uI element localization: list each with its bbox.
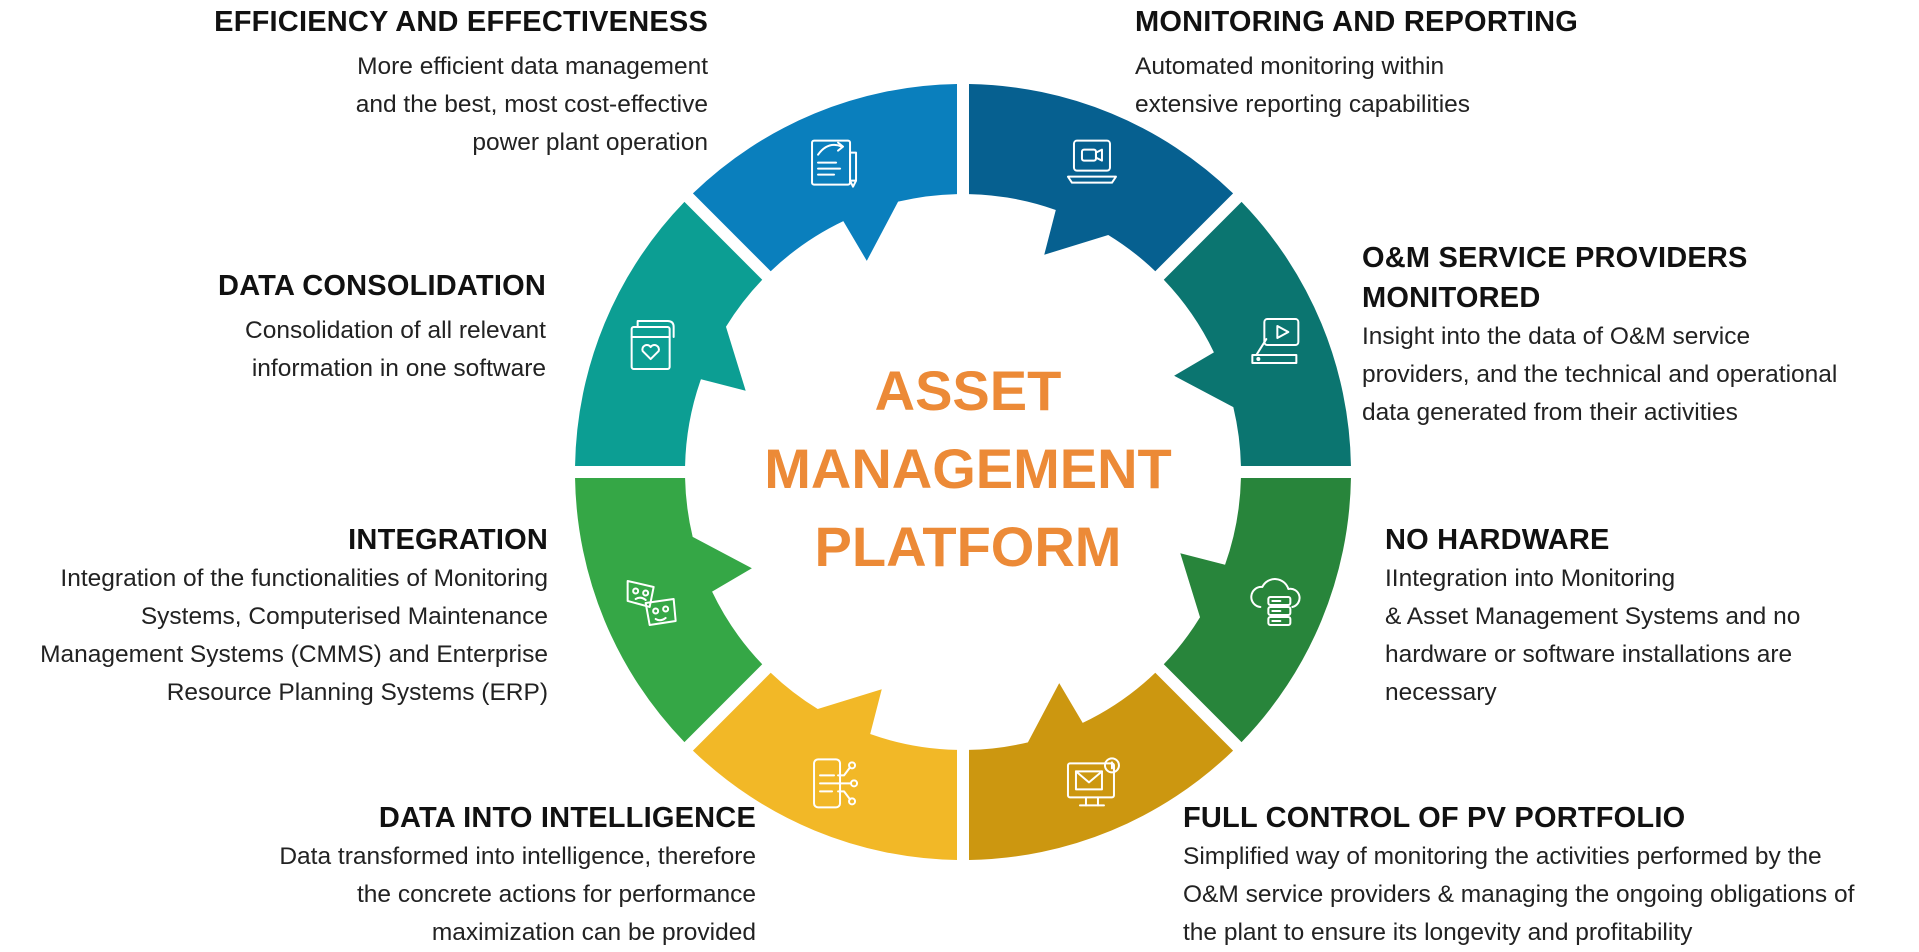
intelligence-block: DATA INTO INTELLIGENCE Data transformed … (200, 798, 756, 952)
pv-text-1: Simplified way of monitoring the activit… (1183, 843, 1822, 870)
efficiency-text-2: and the best, most cost-effective (355, 91, 708, 118)
ring-segment-hardware (1163, 477, 1351, 743)
consolidation-title: DATA CONSOLIDATION (218, 270, 546, 302)
ring-segment-om (1163, 201, 1351, 467)
video-player-icon (1251, 318, 1300, 365)
hardware-block: NO HARDWARE IIntegration into Monitoring… (1385, 520, 1905, 712)
laptop-video-icon (1066, 139, 1117, 184)
efficiency-text-1: More efficient data management (357, 53, 708, 80)
om-block: O&M SERVICE PROVIDERS MONITORED Insight … (1362, 238, 1914, 432)
phone-network-icon (813, 758, 859, 809)
integration-text-1: Integration of the functionalities of Mo… (60, 565, 548, 592)
pv-title: FULL CONTROL OF PV PORTFOLIO (1183, 802, 1686, 834)
pv-block: FULL CONTROL OF PV PORTFOLIO Simplified … (1183, 798, 1918, 952)
ring-segment-intelligence (692, 672, 958, 860)
om-text-2: providers, and the technical and operati… (1362, 361, 1838, 388)
monitoring-block: MONITORING AND REPORTING Automated monit… (1135, 2, 1695, 124)
intelligence-text-1: Data transformed into intelligence, ther… (279, 843, 756, 870)
hardware-text-4: necessary (1385, 679, 1497, 706)
center-title-line-1: ASSET (874, 359, 1062, 422)
intelligence-title: DATA INTO INTELLIGENCE (378, 802, 756, 834)
document-heart-icon (630, 320, 675, 371)
masks-icon (626, 579, 677, 626)
monitoring-text-2: extensive reporting capabilities (1135, 91, 1471, 118)
center-title-line-2: MANAGEMENT (764, 437, 1172, 500)
om-title-line-1: O&M SERVICE PROVIDERS (1362, 242, 1748, 274)
hardware-title: NO HARDWARE (1385, 524, 1610, 556)
integration-text-4: Resource Planning Systems (ERP) (166, 679, 548, 706)
consolidation-block: DATA CONSOLIDATION Consolidation of all … (150, 266, 546, 388)
cloud-server-icon (1250, 578, 1301, 626)
pv-text-2: O&M service providers & managing the ong… (1183, 881, 1855, 908)
om-title-line-2: MONITORED (1362, 282, 1541, 314)
efficiency-text-3: power plant operation (472, 129, 708, 156)
intelligence-text-3: maximization can be provided (431, 919, 756, 946)
monitoring-title: MONITORING AND REPORTING (1135, 6, 1579, 38)
monitor-mail-icon (1066, 757, 1120, 807)
intelligence-text-2: the concrete actions for performance (356, 881, 756, 908)
center-title: ASSET MANAGEMENT PLATFORM (700, 352, 1236, 586)
consolidation-text-1: Consolidation of all relevant (245, 317, 546, 344)
integration-title: INTEGRATION (348, 524, 548, 556)
integration-block: INTEGRATION Integration of the functiona… (2, 520, 548, 712)
integration-text-3: Management Systems (CMMS) and Enterprise (40, 641, 548, 668)
ring-segment-pv (968, 672, 1234, 860)
efficiency-block: EFFICIENCY AND EFFECTIVENESS More effici… (160, 2, 708, 162)
center-title-line-3: PLATFORM (814, 515, 1122, 578)
consolidation-text-2: information in one software (251, 355, 546, 382)
monitoring-text-1: Automated monitoring within (1135, 53, 1445, 80)
ring-segment-efficiency (692, 84, 958, 272)
hardware-text-1: IIntegration into Monitoring (1385, 565, 1676, 592)
om-title: O&M SERVICE PROVIDERS MONITORED (1362, 238, 1914, 318)
integration-text-2: Systems, Computerised Maintenance (140, 603, 548, 630)
om-text-3: data generated from their activities (1362, 399, 1738, 426)
ring-segment-consolidation (575, 201, 763, 467)
om-text-1: Insight into the data of O&M service (1362, 323, 1751, 350)
efficiency-title: EFFICIENCY AND EFFECTIVENESS (214, 6, 708, 38)
hardware-text-3: hardware or software installations are (1385, 641, 1793, 668)
report-edit-icon (811, 139, 858, 188)
hardware-text-2: & Asset Management Systems and no (1385, 603, 1801, 630)
pv-text-3: the plant to ensure its longevity and pr… (1183, 919, 1693, 946)
